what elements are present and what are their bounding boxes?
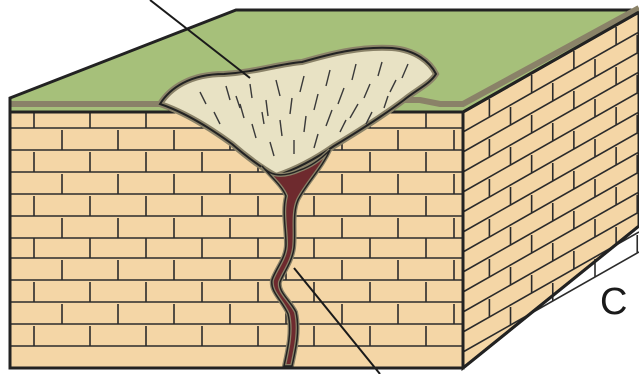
edge-label: C	[600, 283, 627, 321]
